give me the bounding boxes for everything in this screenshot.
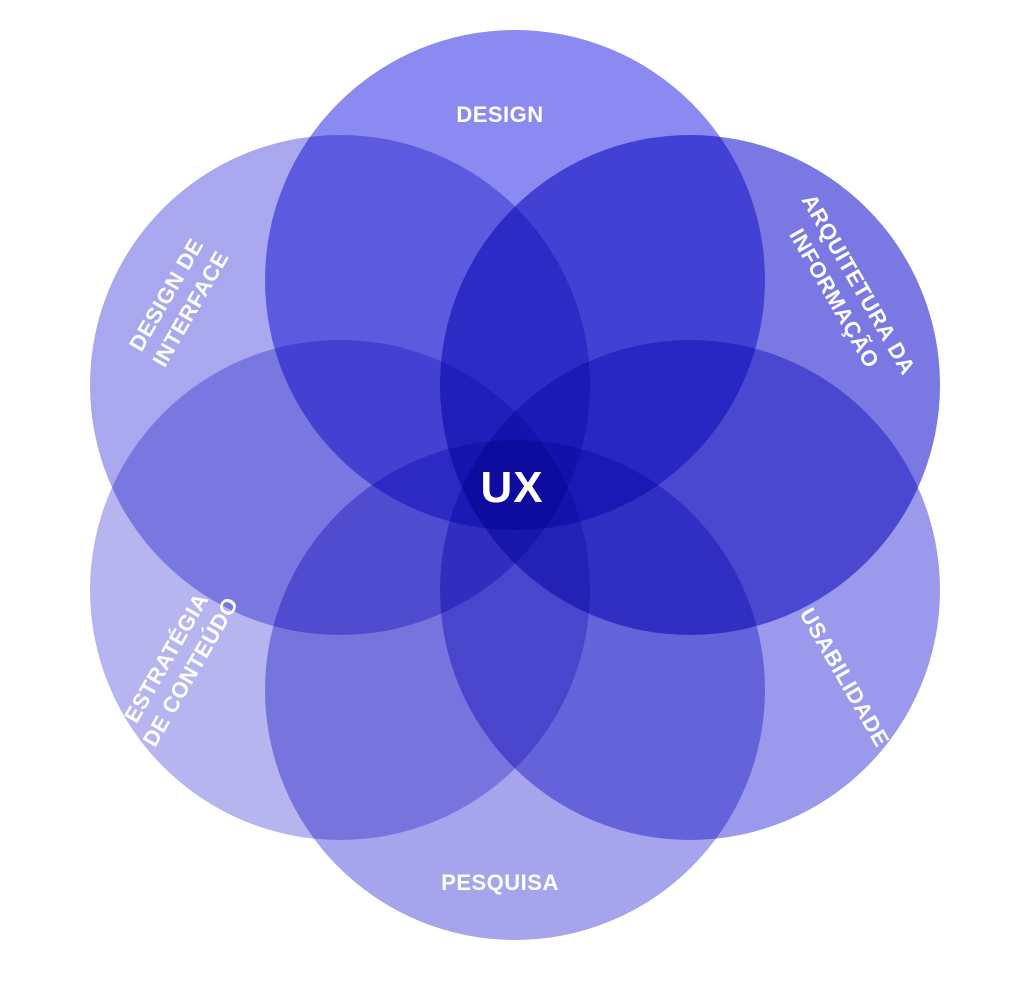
center-label-ux: UX [480, 463, 543, 512]
venn-circles [90, 30, 940, 940]
circle-interface [90, 135, 590, 635]
label-pesquisa: PESQUISA [441, 870, 559, 895]
label-design: DESIGN [456, 102, 543, 127]
